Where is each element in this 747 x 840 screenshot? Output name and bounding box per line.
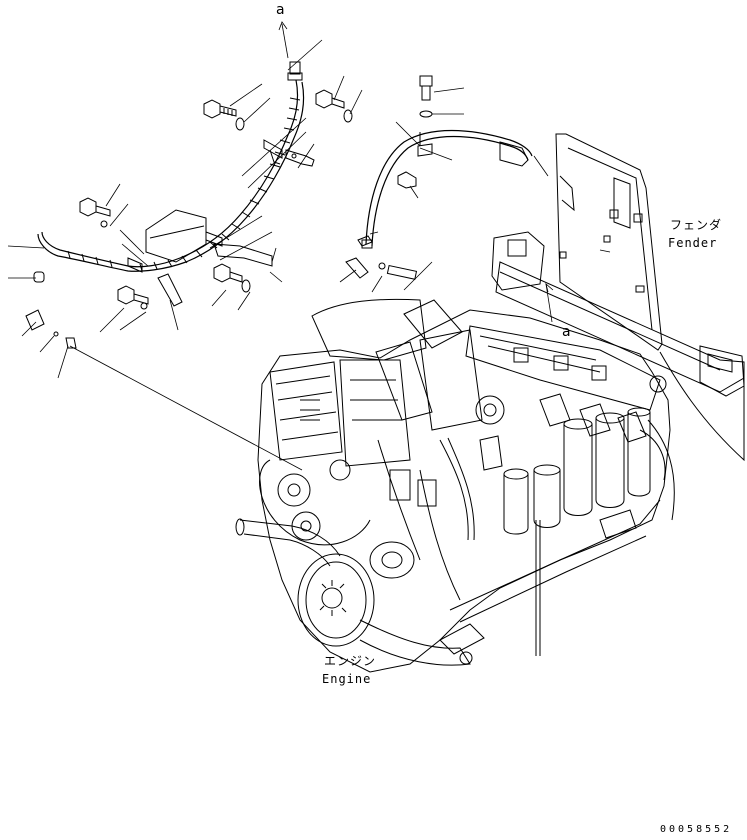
leader-fender [599,249,611,253]
upper-hose-assembly [37,61,315,273]
reference-mark-a-top: a [276,2,285,18]
engine-label-english: Engine [322,672,372,686]
leader-lines-upper-left [7,21,363,471]
engine-body [235,298,671,673]
leader-lines-middle [339,87,554,323]
fender-label-japanese: フェンダ [670,218,723,232]
reference-mark-a-middle: a [562,324,571,340]
bolts-upper-left [25,89,353,349]
drawing-code: 00058552 [660,824,733,835]
fender-label-english: Fender [668,236,718,250]
fender-panel [491,133,745,521]
middle-hose-assembly [345,75,533,280]
engine-label-japanese: エンジン [324,654,377,668]
